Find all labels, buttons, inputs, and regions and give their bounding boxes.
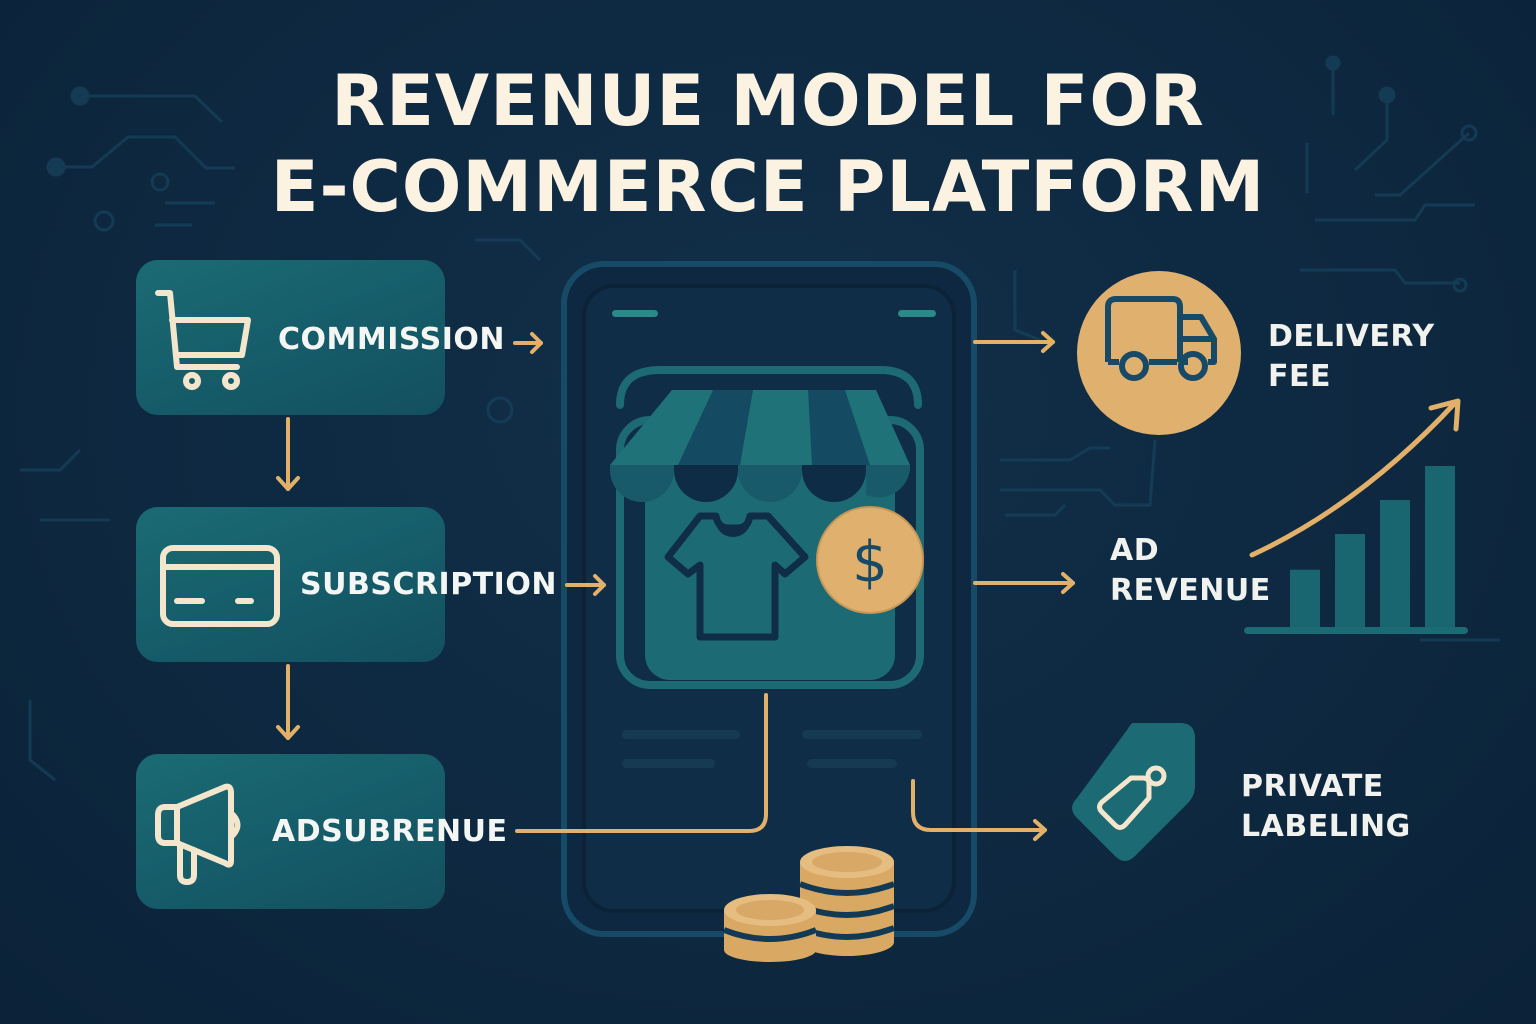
growth-bar [1425, 466, 1455, 628]
source-label-commission: COMMISSION [278, 322, 506, 357]
source-box-subscription[interactable] [136, 507, 445, 662]
growth-bar [1380, 500, 1410, 628]
ad-revenue-line-2: REVENUE [1110, 573, 1271, 608]
delivery-fee-line-1: DELIVERY [1268, 319, 1435, 354]
delivery-fee-line-2: FEE [1268, 359, 1331, 394]
growth-bar-chart-icon [1244, 398, 1468, 634]
phone-speaker-left [612, 310, 658, 317]
arrow-subscription-to-adsubrenue [276, 664, 300, 740]
growth-trend-arrow [1249, 400, 1458, 558]
credit-card-icon [160, 545, 280, 627]
megaphone-icon [155, 783, 241, 885]
private-labeling-line-2: LABELING [1241, 809, 1411, 844]
source-label-subscription: SUBSCRIPTION [300, 567, 557, 602]
price-tag-icon [1072, 723, 1195, 861]
output-label-ad-revenue: AD REVENUE [1110, 531, 1271, 611]
source-label-adsubrenue: ADSUBRENUE [272, 814, 508, 849]
page-title: REVENUE MODEL FOR E-COMMERCE PLATFORM [0, 58, 1536, 230]
output-label-private-labeling: PRIVATE LABELING [1241, 767, 1411, 847]
coin-stack-icon [722, 846, 896, 962]
growth-bar [1335, 534, 1365, 628]
growth-bar [1290, 569, 1320, 628]
arrow-commission-to-subscription [276, 417, 300, 491]
ad-revenue-line-1: AD [1110, 533, 1160, 568]
phone-speaker-right [898, 310, 936, 317]
dollar-coin-icon: $ [816, 506, 924, 614]
private-labeling-line-1: PRIVATE [1241, 769, 1384, 804]
output-label-delivery-fee: DELIVERY FEE [1268, 317, 1435, 397]
delivery-truck-icon [1077, 271, 1241, 435]
t-shirt-icon [664, 512, 809, 641]
coin-dollar-symbol: $ [852, 530, 888, 595]
source-box-commission[interactable] [136, 260, 445, 415]
growth-chart-baseline [1244, 627, 1468, 634]
shopping-cart-icon [155, 290, 251, 390]
title-line-1: REVENUE MODEL FOR [331, 60, 1205, 142]
title-line-2: E-COMMERCE PLATFORM [270, 146, 1266, 228]
